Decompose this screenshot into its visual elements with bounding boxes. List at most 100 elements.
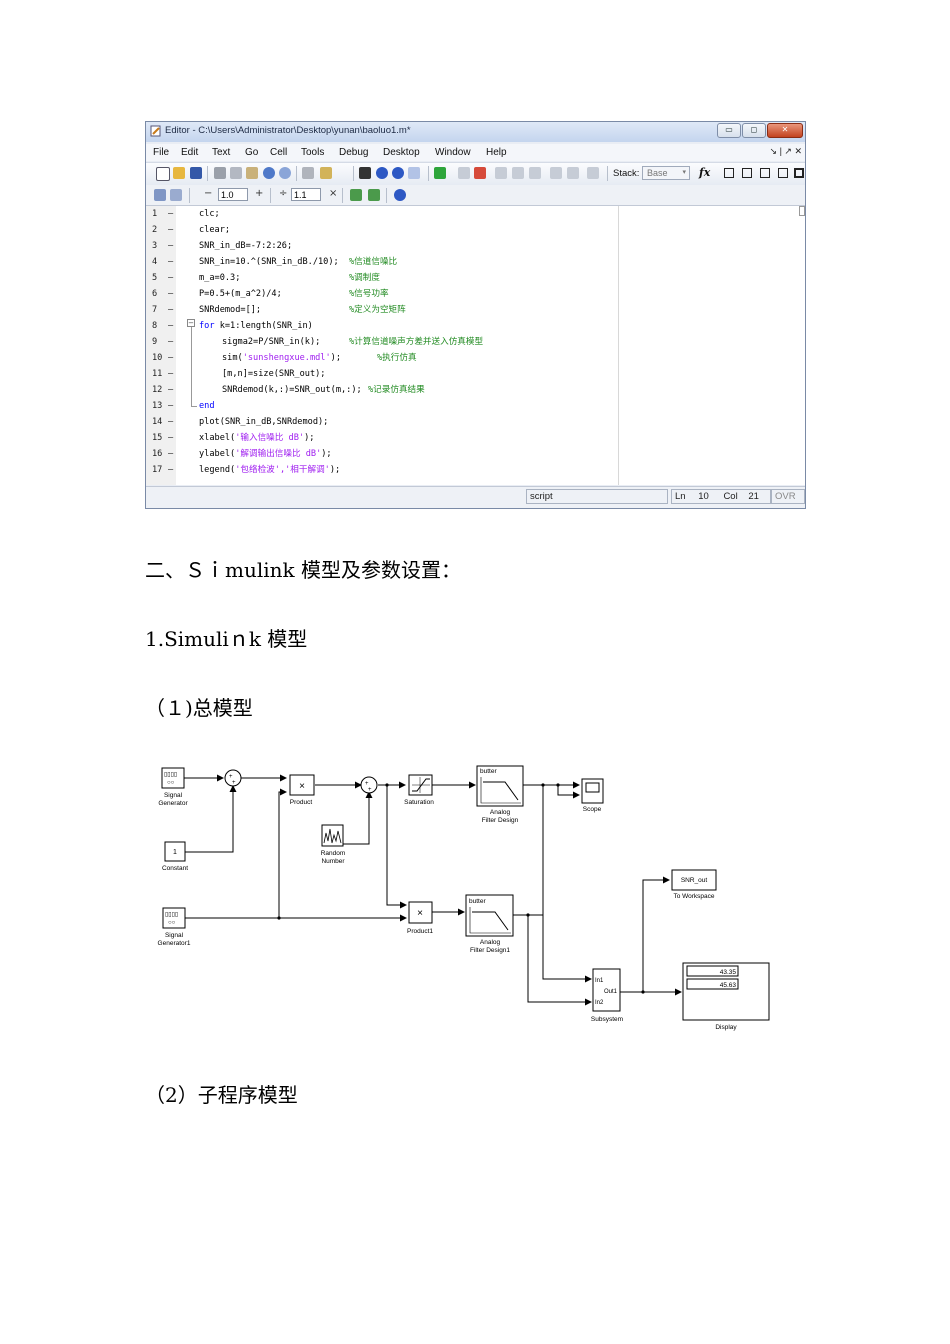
code-editor[interactable]: − 1– clc; 2– clear; 3– SNR_in_dB=-7:2:26… xyxy=(146,206,805,485)
stack-select[interactable]: Base▾ xyxy=(642,166,690,180)
find-icon[interactable] xyxy=(359,167,371,179)
forward-arrow-icon[interactable] xyxy=(392,167,404,179)
svg-text:Constant: Constant xyxy=(162,865,188,872)
svg-text:In1: In1 xyxy=(595,978,604,984)
svg-text:Scope: Scope xyxy=(583,806,602,813)
cell-mode-icon[interactable] xyxy=(170,189,182,201)
copy-icon[interactable] xyxy=(230,167,242,179)
code-line: 14– plot(SNR_in_dB,SNRdemod); xyxy=(152,417,329,427)
undo-icon[interactable] xyxy=(263,167,275,179)
layout-max-icon[interactable] xyxy=(794,168,804,178)
eval-cell-icon[interactable] xyxy=(350,189,362,201)
tools-dropdown-icon[interactable] xyxy=(320,167,332,179)
section-heading: 二、Ｓｉmulink 模型及参数设置： xyxy=(145,558,461,582)
maximize-button[interactable]: ◻ xyxy=(742,123,766,138)
code-line: 15– xlabel('输入信噪比 dB'); xyxy=(152,433,315,443)
back-arrow-icon[interactable] xyxy=(376,167,388,179)
step-out-icon[interactable] xyxy=(529,167,541,179)
code-line: 16– ylabel('解调输出信噪比 dB'); xyxy=(152,449,332,459)
insert-cell-icon[interactable] xyxy=(154,189,166,201)
menu-debug[interactable]: Debug xyxy=(339,147,369,158)
info-icon[interactable] xyxy=(394,189,406,201)
svg-text:Generator: Generator xyxy=(158,800,188,807)
layout-split-h-icon[interactable] xyxy=(760,168,770,178)
svg-text:45.63: 45.63 xyxy=(720,982,737,989)
code-line: 9– sigma2=P/SNR_in(k); %计算信道噪声方差并送入仿真模型 xyxy=(152,337,484,347)
layout-tile-icon[interactable] xyxy=(724,168,734,178)
menu-help[interactable]: Help xyxy=(486,147,507,158)
run-icon[interactable] xyxy=(434,167,446,179)
print-icon[interactable] xyxy=(302,167,314,179)
menu-desktop[interactable]: Desktop xyxy=(383,147,420,158)
save-icon[interactable] xyxy=(190,167,202,179)
dock-arrows-icon[interactable]: ↘ | ↗ ✕ xyxy=(769,146,802,156)
signal-line xyxy=(542,785,592,983)
editor-window: Editor - C:\Users\Administrator\Desktop\… xyxy=(145,121,806,509)
svg-text:Signal: Signal xyxy=(164,792,183,799)
signal-generator1-block[interactable]: ▯▯▯▯ ○○ Signal Generator1 xyxy=(158,907,191,947)
menu-file[interactable]: File xyxy=(153,147,170,158)
product1-block[interactable]: × Product1 xyxy=(407,901,433,935)
to-workspace-block[interactable]: SNR_out To Workspace xyxy=(671,869,717,900)
function-browse-icon[interactable] xyxy=(408,167,420,179)
continue-icon[interactable] xyxy=(550,167,562,179)
svg-text:butter: butter xyxy=(480,768,497,775)
signal-generator-block[interactable]: ▯▯▯▯ ○○ Signal Generator xyxy=(158,767,188,807)
random-number-block[interactable]: Random Number xyxy=(321,824,346,865)
svg-text:Random: Random xyxy=(321,850,346,857)
minimize-button[interactable]: ▭ xyxy=(717,123,741,138)
step-in-icon[interactable] xyxy=(512,167,524,179)
menu-go[interactable]: Go xyxy=(245,147,259,158)
line-gutter xyxy=(146,206,176,485)
close-button[interactable]: ✕ xyxy=(767,123,803,138)
signal-line xyxy=(527,915,592,1006)
signal-line xyxy=(278,788,287,918)
sum-block[interactable]: + + xyxy=(224,769,242,787)
fold-toggle-icon[interactable]: − xyxy=(187,319,195,327)
analog-filter1-block[interactable]: butter Analog Filter Design1 xyxy=(465,894,514,954)
code-line: 8– for k=1:length(SNR_in) xyxy=(152,321,313,331)
cell-divide-button[interactable]: ÷ xyxy=(279,188,288,199)
analog-filter-block[interactable]: butter Analog Filter Design xyxy=(476,765,524,824)
code-line: 11– [m,n]=size(SNR_out); xyxy=(152,369,326,379)
cell-factor-input[interactable]: 1.1 xyxy=(291,188,321,201)
sum2-block[interactable]: + + xyxy=(360,776,378,794)
layout-split-v-icon[interactable] xyxy=(742,168,752,178)
paste-icon[interactable] xyxy=(246,167,258,179)
svg-text:Filter Design: Filter Design xyxy=(482,817,519,824)
cell-minus-button[interactable]: − xyxy=(204,188,213,199)
eval-advance-icon[interactable] xyxy=(368,189,380,201)
constant-block[interactable]: 1 Constant xyxy=(162,841,188,872)
fx-function-icon[interactable]: fx xyxy=(699,166,711,179)
saturation-block[interactable]: Saturation xyxy=(404,774,434,806)
layout-float-icon[interactable] xyxy=(778,168,788,178)
cell-increment-input[interactable]: 1.0 xyxy=(218,188,248,201)
display-block[interactable]: 43.35 45.63 Display xyxy=(682,962,770,1031)
breakpoint-set-icon[interactable] xyxy=(458,167,470,179)
step-icon[interactable] xyxy=(495,167,507,179)
menu-window[interactable]: Window xyxy=(435,147,471,158)
cell-plus-button[interactable]: + xyxy=(255,188,264,199)
debug-extra-icon[interactable] xyxy=(587,167,599,179)
svg-text:×: × xyxy=(299,781,305,792)
menu-text[interactable]: Text xyxy=(212,147,231,158)
exit-debug-icon[interactable] xyxy=(567,167,579,179)
svg-text:43.35: 43.35 xyxy=(720,969,737,976)
svg-text:Number: Number xyxy=(321,858,345,865)
vertical-scrollbar[interactable] xyxy=(799,206,805,216)
breakpoint-clear-icon[interactable] xyxy=(474,167,486,179)
new-file-icon[interactable] xyxy=(156,167,170,181)
submodel-heading: （2）子程序模型 xyxy=(145,1083,298,1107)
open-folder-icon[interactable] xyxy=(173,167,185,179)
menu-cell[interactable]: Cell xyxy=(270,147,288,158)
subsystem-block[interactable]: In1 Out1 In2 Subsystem xyxy=(591,968,623,1023)
cell-times-button[interactable]: × xyxy=(329,188,338,199)
menu-edit[interactable]: Edit xyxy=(181,147,199,158)
redo-icon[interactable] xyxy=(279,167,291,179)
svg-text:SNR_out: SNR_out xyxy=(681,877,708,884)
stack-value: Base xyxy=(647,168,668,178)
menu-tools[interactable]: Tools xyxy=(301,147,325,158)
product-block[interactable]: × Product xyxy=(289,774,315,806)
cut-icon[interactable] xyxy=(214,167,226,179)
scope-block[interactable]: Scope xyxy=(581,778,604,813)
